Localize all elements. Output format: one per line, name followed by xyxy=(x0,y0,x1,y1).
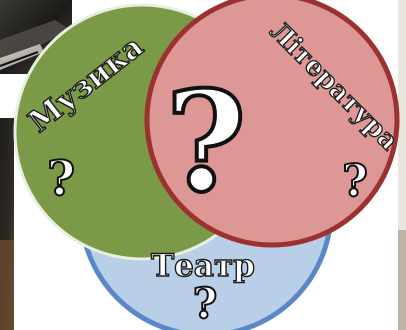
theatre-photo-fragment xyxy=(0,118,14,330)
theatre-question-mark: ? xyxy=(193,279,218,328)
music-question-mark: ? xyxy=(47,151,75,207)
right-photo-strip xyxy=(398,0,406,330)
center-question-mark: ? xyxy=(166,60,247,223)
literature-question-mark: ? xyxy=(342,156,368,207)
